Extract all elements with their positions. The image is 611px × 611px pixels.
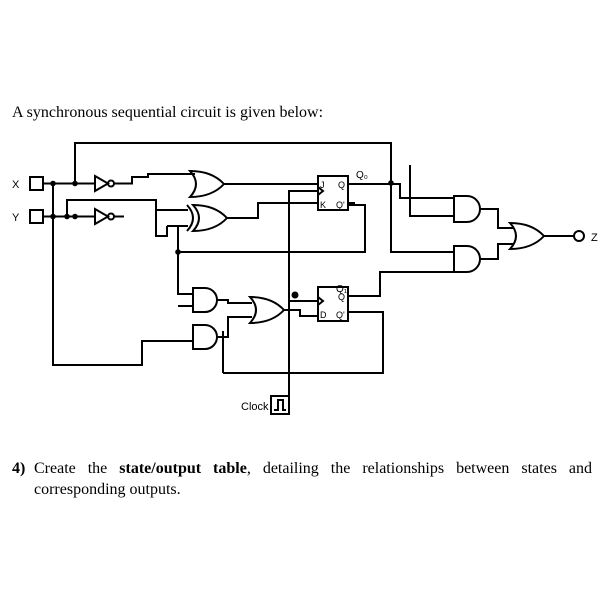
wire-xn-out: [114, 173, 195, 185]
wire-q1n-loop: [223, 311, 384, 374]
jk-flip-flop: [317, 175, 349, 211]
d-clock-wedge: [317, 296, 325, 306]
wire-q1-out: [348, 271, 454, 297]
label-d-d: D: [320, 310, 327, 320]
output-z-terminal: [573, 230, 585, 242]
question-block: 4) Create the state/output table, detaili…: [12, 458, 592, 500]
wire-right-upper-in: [409, 165, 454, 217]
xor-gate: [190, 203, 229, 233]
question-line-2: corresponding outputs.: [34, 481, 181, 498]
wire-loop-a: [155, 200, 168, 237]
or-gate-1: [187, 169, 226, 199]
and-gate-lower: [192, 324, 218, 350]
junction-y-2: [64, 213, 70, 220]
or-gate-final: [507, 221, 546, 251]
input-x-terminal: [29, 176, 44, 191]
label-input-x: X: [12, 179, 20, 191]
label-clock: Clock: [241, 401, 269, 413]
wire-right-upper-out: [480, 208, 514, 229]
wire-ormid-to-d: [284, 309, 318, 317]
clock-box: [270, 395, 290, 415]
wire-or1-in: [178, 204, 366, 253]
label-input-y: Y: [12, 212, 20, 224]
junction-x-1: [50, 180, 56, 187]
and-gate-right-lower: [453, 245, 481, 273]
and-gate-right-upper: [453, 195, 481, 223]
label-jk-q: Q: [338, 180, 345, 190]
label-d-qn: Q': [336, 310, 345, 320]
question-line-1: 4) Create the state/output table, detaili…: [12, 458, 592, 479]
intro-text: A synchronous sequential circuit is give…: [12, 104, 324, 121]
question-text-a: Create the: [34, 460, 120, 477]
junction-x-2: [72, 180, 78, 187]
junction-q0: [388, 180, 394, 186]
wire-x-to-bottom-and: [52, 183, 192, 366]
wire-q0-out: [348, 183, 454, 199]
junction-clock: [291, 291, 299, 299]
label-d-q: Q: [338, 292, 345, 302]
not-gate-y: [94, 207, 111, 226]
wire-and-upper-to-or: [217, 299, 252, 304]
jk-clock-wedge: [317, 186, 325, 196]
not-gate-x-bubble: [107, 179, 115, 188]
label-jk-k: K: [320, 200, 326, 210]
wire-right-lower-out: [480, 243, 514, 260]
label-jk-qn: Q': [336, 200, 345, 210]
wire-q0-top-loop: [74, 142, 392, 184]
label-jk-j: J: [320, 180, 325, 190]
wire-xor-to-k: [227, 202, 318, 219]
wire-right-lower-in: [390, 183, 454, 253]
input-y-terminal: [29, 209, 44, 224]
clock-waveform-icon: [274, 399, 286, 411]
wire-y-to-xor: [66, 199, 188, 217]
junction-y-1: [50, 213, 56, 220]
question-number: 4): [12, 460, 26, 477]
or-gate-mid: [247, 295, 286, 325]
question-text-bold: state/output table: [119, 460, 247, 477]
xor-gate-input-arc: [186, 204, 194, 232]
question-text-b: , detailing the relationships between st…: [246, 460, 593, 477]
wire-and-lower-to-or: [217, 316, 252, 338]
junction-y-3: [72, 213, 78, 220]
not-gate-y-bubble: [107, 212, 115, 221]
junction-mid: [175, 249, 181, 255]
label-q0: Q₀: [356, 170, 368, 181]
wire-clock-main: [288, 190, 318, 397]
not-gate-x: [94, 174, 111, 193]
wire-and-upper-in: [177, 252, 193, 295]
label-q1: Q₁: [336, 284, 348, 295]
and-gate-upper: [192, 287, 218, 313]
label-output-z: Z: [591, 232, 598, 244]
